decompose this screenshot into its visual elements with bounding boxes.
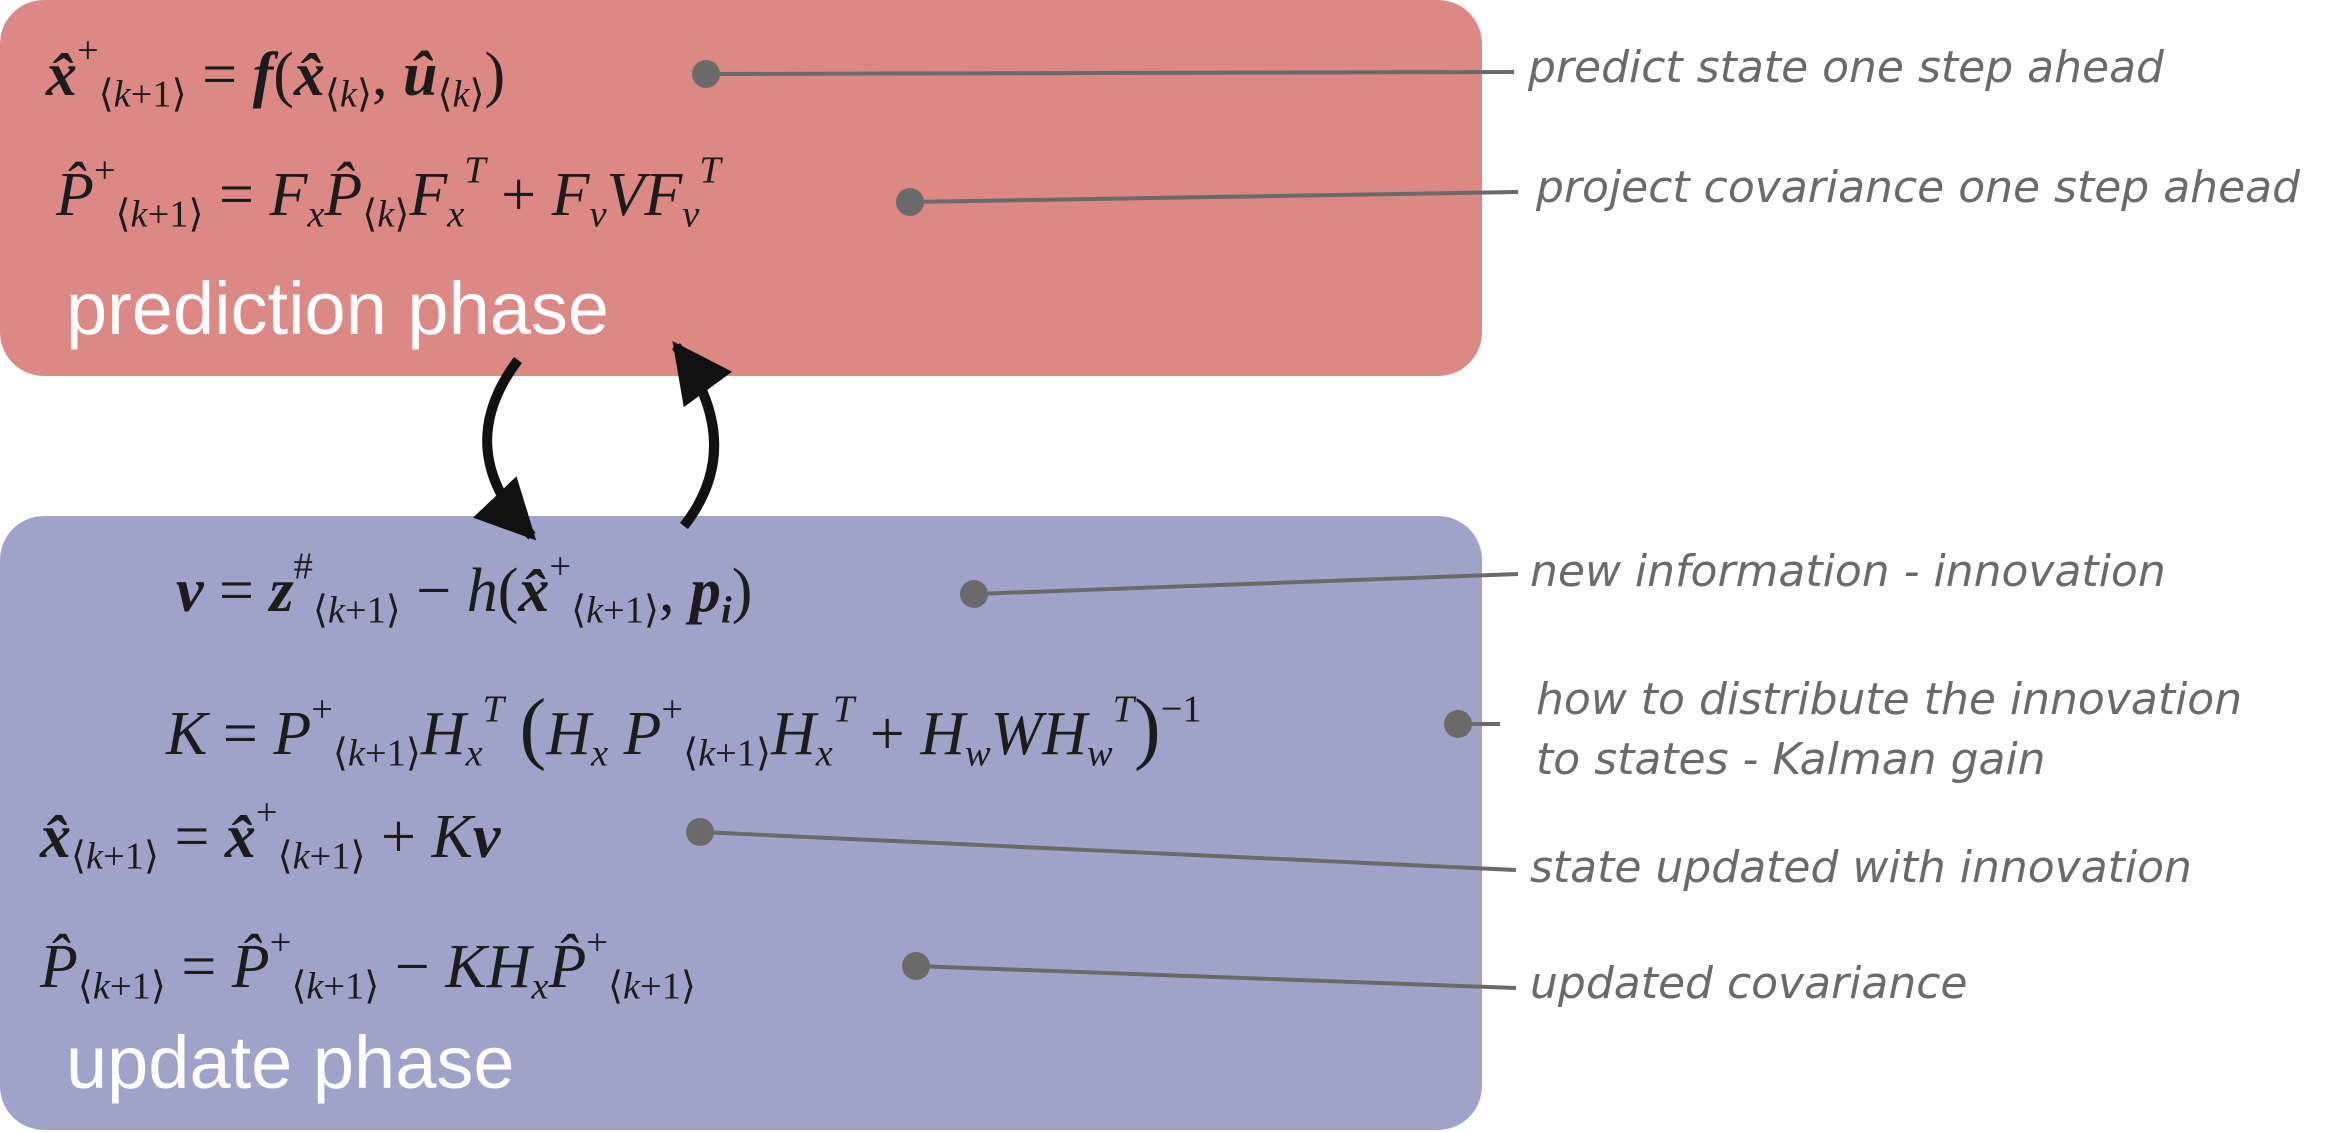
prediction-phase-box	[0, 0, 1482, 376]
innovation-annotation: new information - innovation	[1530, 546, 2166, 597]
update-phase-label: update phase	[66, 1021, 515, 1104]
down-arrow	[473, 356, 537, 541]
covariance-update-equation: P̂⟨k+1⟩ = P̂+⟨k+1⟩ − KHxP̂+⟨k+1⟩	[40, 921, 696, 1008]
leader-line-state-update	[699, 830, 1517, 872]
leader-line-covariance-update	[915, 964, 1517, 990]
up-arrow	[671, 341, 733, 530]
leader-line-innovation	[973, 572, 1519, 596]
bullet-dot-icon	[896, 188, 924, 216]
kalman-gain-annotation-line2: to states - Kalman gain	[1536, 734, 2046, 785]
covariance-update-annotation: updated covariance	[1530, 958, 1968, 1009]
bullet-dot-icon	[960, 580, 988, 608]
bullet-dot-icon	[1444, 710, 1472, 738]
prediction-phase-label: prediction phase	[66, 267, 610, 350]
circular-arrows-icon	[473, 341, 733, 541]
leader-line-project-covariance	[909, 190, 1519, 204]
kalman-gain-equation: K = P+⟨k+1⟩HxT (Hx P+⟨k+1⟩HxT + HwWHwT)−…	[166, 684, 1202, 775]
predict-state-annotation: predict state one step ahead	[1528, 42, 2164, 93]
state-update-equation: x̂⟨k+1⟩ = x̂+⟨k+1⟩ + Kν	[40, 791, 501, 878]
state-prediction-equation: x̂+⟨k+1⟩ = f(x̂⟨k⟩, û⟨k⟩)	[46, 29, 506, 116]
innovation-equation: ν = z#⟨k+1⟩ − h(x̂+⟨k+1⟩, pi)	[176, 545, 753, 632]
kalman-gain-annotation-line1: how to distribute the innovation	[1536, 674, 2243, 725]
bullet-dot-icon	[692, 60, 720, 88]
bullet-dot-icon	[686, 818, 714, 846]
update-phase-box	[0, 516, 1482, 1130]
bullet-dot-icon	[902, 952, 930, 980]
leader-line-predict-state	[705, 70, 1515, 76]
state-update-annotation: state updated with innovation	[1530, 842, 2192, 893]
covariance-prediction-equation: P̂+⟨k+1⟩ = FxP̂⟨k⟩FxT + FvVFvT	[56, 149, 721, 236]
project-covariance-annotation: project covariance one step ahead	[1536, 162, 2301, 213]
